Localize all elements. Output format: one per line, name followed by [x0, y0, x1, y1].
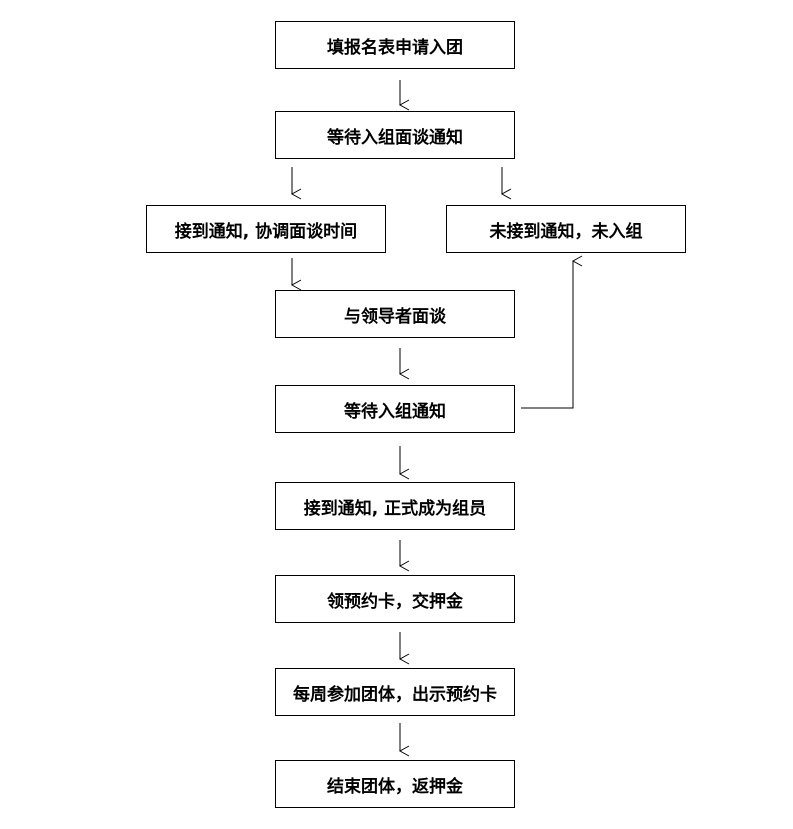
- arrow-await-join-to-not-notified: [521, 261, 573, 409]
- step-await-join-notice-label: 等待入组通知: [344, 401, 446, 422]
- step-notified-schedule-label: 接到通知, 协调面谈时间: [174, 221, 358, 242]
- step-await-interview-notice: 等待入组面谈通知: [275, 111, 515, 159]
- step-notified-schedule: 接到通知, 协调面谈时间: [146, 205, 386, 253]
- step-become-member: 接到通知, 正式成为组员: [275, 482, 515, 530]
- step-interview-leader-label: 与领导者面谈: [344, 306, 446, 327]
- step-apply-label: 填报名表申请入团: [327, 37, 463, 58]
- step-not-notified: 未接到通知，未入组: [446, 205, 686, 253]
- step-interview-leader: 与领导者面谈: [275, 290, 515, 338]
- step-await-join-notice: 等待入组通知: [275, 385, 515, 433]
- step-become-member-label: 接到通知, 正式成为组员: [303, 498, 487, 519]
- step-end-refund: 结束团体，返押金: [275, 760, 515, 808]
- step-apply: 填报名表申请入团: [275, 21, 515, 69]
- step-get-card-deposit-label: 领预约卡，交押金: [327, 591, 463, 612]
- step-weekly-attend: 每周参加团体，出示预约卡: [275, 668, 515, 716]
- step-end-refund-label: 结束团体，返押金: [327, 776, 463, 797]
- step-get-card-deposit: 领预约卡，交押金: [275, 575, 515, 623]
- step-await-interview-notice-label: 等待入组面谈通知: [327, 127, 463, 148]
- step-not-notified-label: 未接到通知，未入组: [489, 221, 643, 242]
- step-weekly-attend-label: 每周参加团体，出示预约卡: [293, 684, 497, 705]
